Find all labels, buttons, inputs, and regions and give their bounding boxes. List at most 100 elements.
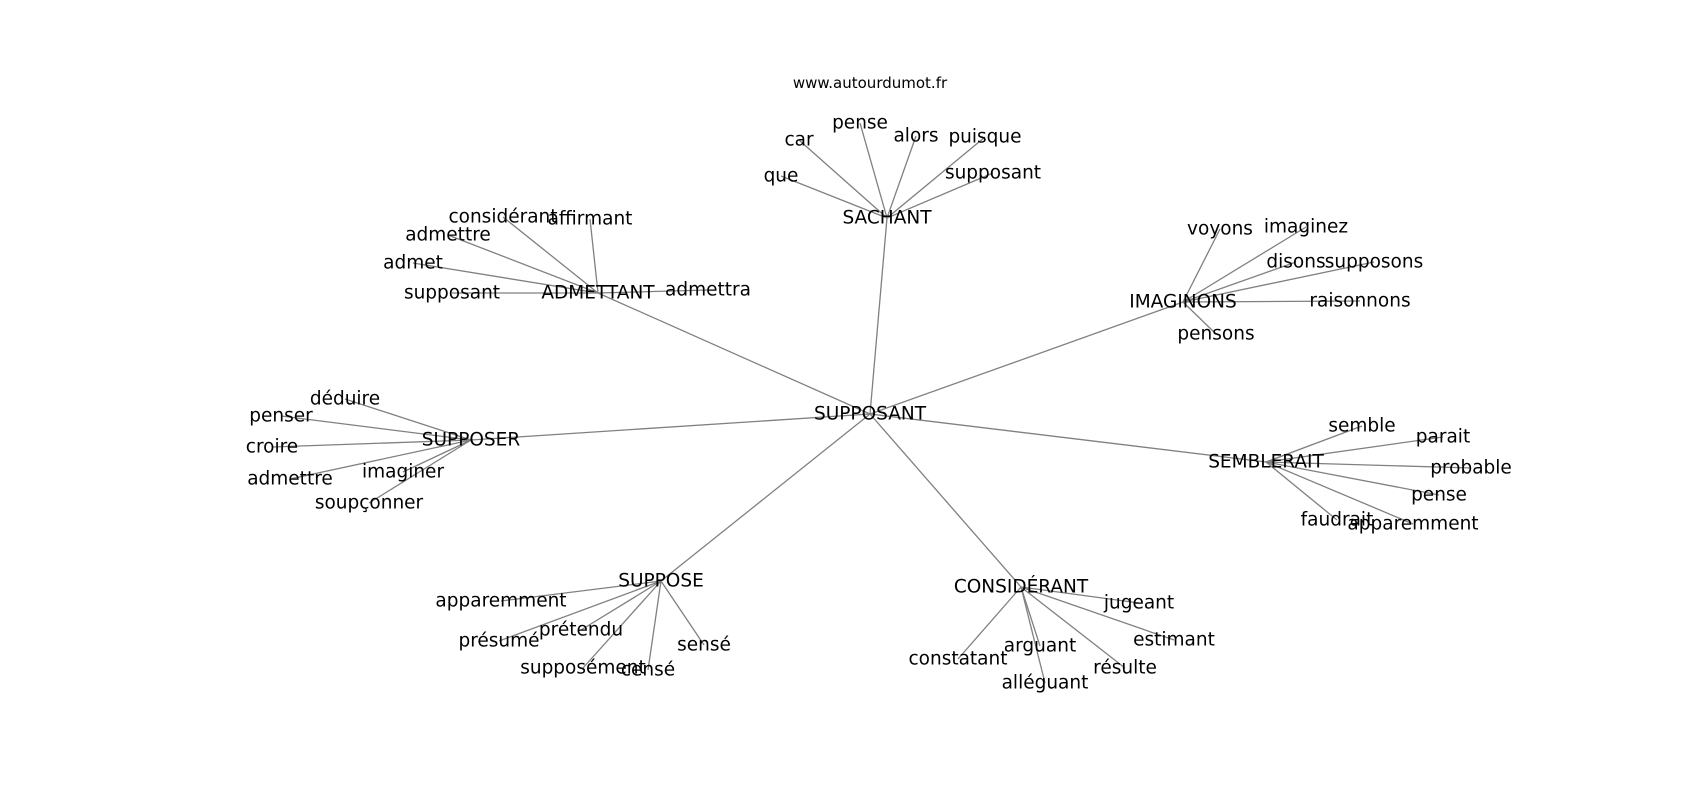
edge-suppose-apparemment: [500, 580, 662, 602]
edge-semblerait-faudrait: [1265, 461, 1338, 521]
node-word-supposer-admettre[interactable]: admettre: [247, 469, 333, 490]
node-word-semblerait-pense[interactable]: pense: [1411, 485, 1467, 506]
edge-considerant-arguant: [1020, 586, 1041, 647]
edge-admettant-admettre: [447, 234, 599, 294]
edge-considerant-constatant: [957, 586, 1022, 660]
edge-center-sachant: [869, 217, 888, 415]
edge-center-imaginons: [869, 301, 1184, 415]
edge-sachant-alors: [886, 135, 917, 219]
node-word-considerant-jugeant[interactable]: jugeant: [1103, 593, 1174, 614]
edge-imaginons-supposons: [1182, 261, 1375, 303]
node-word-sachant-puisque[interactable]: puisque: [948, 127, 1021, 148]
graph-edges: [271, 122, 1472, 684]
node-word-admettant-admettre[interactable]: admettre: [405, 225, 491, 246]
node-word-imaginons-supposons[interactable]: supposons: [1325, 252, 1424, 273]
edge-supposer-deduire: [344, 398, 472, 441]
edge-imaginons-raisonnons: [1182, 300, 1361, 303]
edge-considerant-alleguant: [1020, 586, 1046, 684]
node-word-semblerait-parait[interactable]: parait: [1416, 427, 1470, 448]
node-word-imaginons-disons[interactable]: disons: [1266, 252, 1325, 273]
node-word-considerant-constatant[interactable]: constatant: [908, 649, 1007, 670]
edge-admettant-admettra: [597, 289, 709, 294]
edge-imaginons-imaginez: [1182, 226, 1307, 303]
node-hub-suppose[interactable]: SUPPOSE: [618, 571, 704, 592]
node-word-supposer-penser[interactable]: penser: [249, 406, 313, 427]
node-word-suppose-apparemment[interactable]: apparemment: [435, 591, 566, 612]
edge-center-semblerait: [869, 413, 1267, 463]
node-word-semblerait-apparemment[interactable]: apparemment: [1347, 514, 1478, 535]
node-word-admettant-admettra[interactable]: admettra: [665, 280, 751, 301]
node-word-supposer-deduire[interactable]: déduire: [310, 389, 380, 410]
edge-supposer-imaginer: [402, 439, 472, 473]
node-word-suppose-presume[interactable]: présumé: [458, 631, 539, 652]
node-word-sachant-pense[interactable]: pense: [832, 113, 888, 134]
edge-admettant-considerant: [502, 216, 599, 294]
node-hub-semblerait[interactable]: SEMBLERAIT: [1208, 452, 1324, 473]
edge-admettant-admet: [412, 262, 599, 294]
edge-suppose-supposement: [582, 580, 662, 669]
site-url: www.autourdumot.fr: [793, 74, 948, 92]
edge-sachant-supposant: [886, 172, 994, 219]
edge-considerant-estimant: [1020, 586, 1175, 641]
edge-semblerait-pense: [1265, 461, 1440, 496]
edge-suppose-sense: [660, 580, 705, 646]
edge-semblerait-probable: [1265, 461, 1472, 469]
edge-center-supposer: [470, 413, 871, 441]
node-word-suppose-cense[interactable]: censé: [621, 660, 675, 681]
node-word-sachant-car[interactable]: car: [784, 130, 814, 151]
node-word-suppose-sense[interactable]: sensé: [677, 635, 731, 656]
edge-considerant-jugeant: [1020, 586, 1140, 604]
node-word-imaginons-voyons[interactable]: voyons: [1187, 219, 1253, 240]
edge-semblerait-apparemment: [1265, 461, 1414, 525]
node-word-suppose-pretendu[interactable]: prétendu: [539, 620, 623, 641]
node-word-semblerait-semble[interactable]: semble: [1328, 416, 1395, 437]
node-word-considerant-estimant[interactable]: estimant: [1133, 630, 1215, 651]
edge-sachant-que: [780, 175, 888, 219]
node-word-sachant-alors[interactable]: alors: [893, 126, 938, 147]
edge-supposer-penser: [280, 415, 472, 441]
edge-center-suppose: [660, 413, 871, 582]
node-word-semblerait-probable[interactable]: probable: [1430, 458, 1512, 479]
edge-semblerait-semble: [1265, 425, 1363, 463]
node-word-supposer-croire[interactable]: croire: [246, 437, 298, 458]
edge-considerant-resulte: [1020, 586, 1126, 669]
node-word-admettant-affirmant[interactable]: affirmant: [548, 209, 633, 230]
edge-imaginons-voyons: [1182, 228, 1221, 303]
node-word-imaginons-pensons[interactable]: pensons: [1177, 324, 1254, 345]
node-hub-imaginons[interactable]: IMAGINONS: [1129, 292, 1237, 313]
node-word-sachant-supposant[interactable]: supposant: [945, 163, 1041, 184]
node-word-admettant-considerant[interactable]: considérant: [448, 207, 557, 228]
node-word-considerant-alleguant[interactable]: alléguant: [1002, 673, 1089, 694]
node-hub-supposer[interactable]: SUPPOSER: [422, 430, 521, 451]
node-word-semblerait-faudrait[interactable]: faudrait: [1301, 510, 1374, 531]
edge-center-considerant: [869, 413, 1022, 588]
edge-admettant-affirmant: [589, 218, 599, 294]
edge-imaginons-disons: [1182, 261, 1297, 303]
node-hub-sachant[interactable]: SACHANT: [842, 208, 932, 229]
edge-supposer-soupconner: [368, 439, 472, 504]
edge-sachant-car: [798, 139, 888, 219]
node-word-considerant-resulte[interactable]: résulte: [1093, 658, 1157, 679]
edge-imaginons-pensons: [1182, 301, 1217, 335]
node-hub-considerant[interactable]: CONSIDÉRANT: [954, 576, 1089, 598]
edge-sachant-pense: [859, 122, 888, 219]
node-word-suppose-supposement[interactable]: supposément: [520, 658, 646, 679]
node-center-supposant[interactable]: SUPPOSANT: [814, 404, 927, 425]
edge-suppose-cense: [647, 580, 662, 671]
edge-semblerait-parait: [1265, 436, 1444, 463]
edge-supposer-admettre: [289, 439, 472, 480]
node-word-sachant-que[interactable]: que: [764, 166, 799, 187]
node-word-imaginons-raisonnons[interactable]: raisonnons: [1309, 291, 1410, 312]
node-word-considerant-arguant[interactable]: arguant: [1004, 636, 1076, 657]
node-word-supposer-imaginer[interactable]: imaginer: [362, 462, 444, 483]
node-word-imaginons-imaginez[interactable]: imaginez: [1264, 217, 1348, 238]
edge-center-admettant: [597, 292, 871, 415]
node-word-admettant-supposant[interactable]: supposant: [404, 283, 500, 304]
edge-sachant-puisque: [886, 136, 986, 219]
node-hub-admettant[interactable]: ADMETTANT: [541, 283, 655, 304]
node-word-supposer-soupconner[interactable]: soupçonner: [315, 493, 424, 514]
edge-suppose-pretendu: [580, 580, 662, 631]
node-word-admettant-admet[interactable]: admet: [383, 253, 443, 274]
